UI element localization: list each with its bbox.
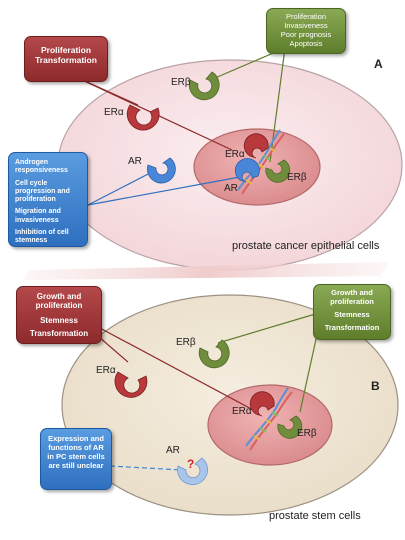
er-alpha-receptor-nuc-a [243,133,269,159]
panel-a-blue-line-2: Cell cycle progression and proliferation [15,179,70,204]
panel-letter-b: B [371,379,380,393]
er-beta-receptor-cyto-a [188,71,220,101]
panel-b-blue-line-1: Expression and functions of AR in PC ste… [47,434,105,470]
caption-panel-b: prostate stem cells [269,510,361,522]
panel-b-red-line-1: Growth and proliferation [35,292,83,311]
panel-b-green-box: Growth and proliferation Stemness Transf… [313,284,391,340]
panel-a-blue-box: Androgen responsiveness Cell cycle progr… [8,152,88,247]
panel-b-red-line-3: Transformation [29,329,89,339]
label-ar-nuc-a: AR [224,183,238,194]
question-mark: ? [187,457,195,471]
panel-b-red-line-2: Stemness [40,315,78,325]
label-er-beta-nuc-a: ERβ [287,172,307,183]
er-alpha-receptor-cyto-a [126,104,160,131]
panel-a-green-line-4: Apoptosis [289,38,323,48]
er-beta-receptor-nuc-b [277,415,303,439]
ar-receptor-cyto-a [147,157,176,184]
er-alpha-receptor-nuc-b [249,391,275,417]
label-er-alpha-nuc-b: ERα [232,406,252,417]
panel-a-green-box: Proliferation Invasiveness Poor prognosi… [266,8,346,54]
ar-receptor-nuc-a [234,158,260,183]
label-er-beta-cyto-b: ERβ [176,337,196,348]
er-alpha-receptor-cyto-b [114,371,148,398]
panel-a-red-line-2: Transformation [35,55,97,66]
panel-a-green-line-3: Poor prognosis [280,29,332,39]
panel-b-red-box: Growth and proliferation Stemness Transf… [16,286,102,344]
panel-b-green-line-2: Stemness [334,309,370,319]
label-er-alpha-cyto-b: ERα [96,365,116,376]
label-er-beta-nuc-b: ERβ [297,428,317,439]
panel-a-red-line-1: Proliferation [40,45,92,55]
panel-a-blue-line-4: Inhibition of cell stemness [15,228,69,244]
label-ar-cyto-b: AR [166,445,180,456]
label-er-alpha-cyto-a: ERα [104,107,124,118]
panel-a-blue-line-3: Migration and invasiveness [15,208,61,224]
panel-b-blue-box: Expression and functions of AR in PC ste… [40,428,112,490]
label-er-alpha-nuc-a: ERα [225,149,245,160]
panel-separator [22,262,390,280]
caption-panel-a: prostate cancer epithelial cells [232,240,380,252]
panel-letter-a: A [374,57,383,71]
panel-b-green-line-3: Transformation [324,322,380,332]
ar-receptor-cyto-b [177,457,208,485]
dna-helix-b [245,387,293,451]
label-ar-cyto-a: AR [128,156,142,167]
label-er-beta-cyto-a: ERβ [171,77,191,88]
er-beta-receptor-cyto-b [198,339,230,369]
er-beta-receptor-nuc-a [265,159,291,183]
panel-a-green-line-1: Proliferation [285,12,327,21]
panel-a-red-box: Proliferation Transformation [24,36,108,82]
panel-a-blue-line-1: Androgen responsiveness [15,159,68,175]
panel-b-green-line-1: Growth and proliferation [330,288,374,306]
panel-a-green-line-2: Invasiveness [284,20,328,30]
